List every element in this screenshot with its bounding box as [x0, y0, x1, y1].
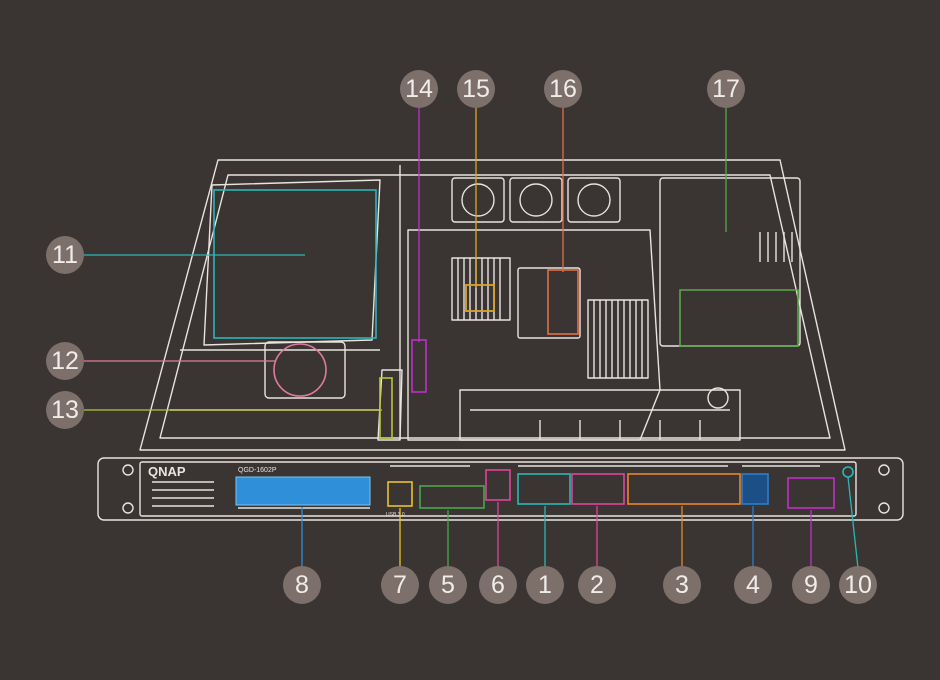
callout-13: 13 [46, 391, 84, 429]
port-group-6 [485, 469, 511, 501]
mainboard [407, 229, 661, 441]
cooler-fan-12 [273, 343, 327, 397]
led-panel-9 [787, 477, 835, 509]
brand-logo: QNAP [148, 464, 186, 479]
usb-ports [387, 481, 413, 507]
port-group-4 [741, 473, 769, 505]
heatsink-switch [587, 299, 649, 379]
lcd-screen [235, 476, 371, 506]
rack-ear-hole [878, 464, 890, 476]
power-button-10 [842, 466, 854, 478]
cooler-housing [264, 341, 346, 399]
fan-3-rotor [577, 183, 611, 217]
callout-8: 8 [283, 566, 321, 604]
card-edge [377, 369, 403, 441]
port-group-1 [517, 473, 571, 505]
ram-16 [547, 269, 579, 335]
chassis-inner-outline [159, 174, 831, 439]
mainboard-components [459, 389, 741, 441]
connector-14 [411, 339, 427, 393]
usb-label: USB 3.0 [386, 512, 405, 518]
drive-tray [203, 179, 381, 346]
front-panel [97, 457, 904, 521]
psu-board-17 [679, 289, 799, 347]
chassis-outline [139, 159, 846, 451]
fan-3 [567, 177, 621, 223]
callout-7: 7 [381, 566, 419, 604]
capacitor [707, 387, 729, 409]
callout-10: 10 [839, 566, 877, 604]
callout-3: 3 [663, 566, 701, 604]
callout-1: 1 [526, 566, 564, 604]
rack-ear-hole [122, 502, 134, 514]
front-vents [152, 481, 370, 509]
callout-6: 6 [479, 566, 517, 604]
fan-2 [509, 177, 563, 223]
rack-ear-hole [878, 502, 890, 514]
callout-12: 12 [46, 342, 84, 380]
psu-vents [759, 232, 793, 262]
card-slot-13 [379, 377, 393, 439]
model-label: QGD-1602P [238, 467, 277, 474]
callout-2: 2 [578, 566, 616, 604]
port-group-2 [571, 473, 625, 505]
ssd-module-11 [213, 189, 377, 339]
callout-14: 14 [400, 70, 438, 108]
callout-17: 17 [707, 70, 745, 108]
fan-2-rotor [519, 183, 553, 217]
fan-1 [451, 177, 505, 223]
leader-10 [847, 476, 859, 569]
port-group-5 [419, 485, 485, 509]
port-group-3 [627, 473, 741, 505]
fan-1-rotor [461, 183, 495, 217]
ram-slot [517, 267, 581, 339]
callout-16: 16 [544, 70, 582, 108]
psu-housing [659, 177, 801, 347]
callout-11: 11 [46, 236, 84, 274]
callout-4: 4 [734, 566, 772, 604]
cpu-15 [465, 284, 495, 312]
callout-5: 5 [429, 566, 467, 604]
rack-ear-hole [122, 464, 134, 476]
callout-9: 9 [792, 566, 830, 604]
callout-15: 15 [457, 70, 495, 108]
chassis-rail [170, 349, 380, 411]
